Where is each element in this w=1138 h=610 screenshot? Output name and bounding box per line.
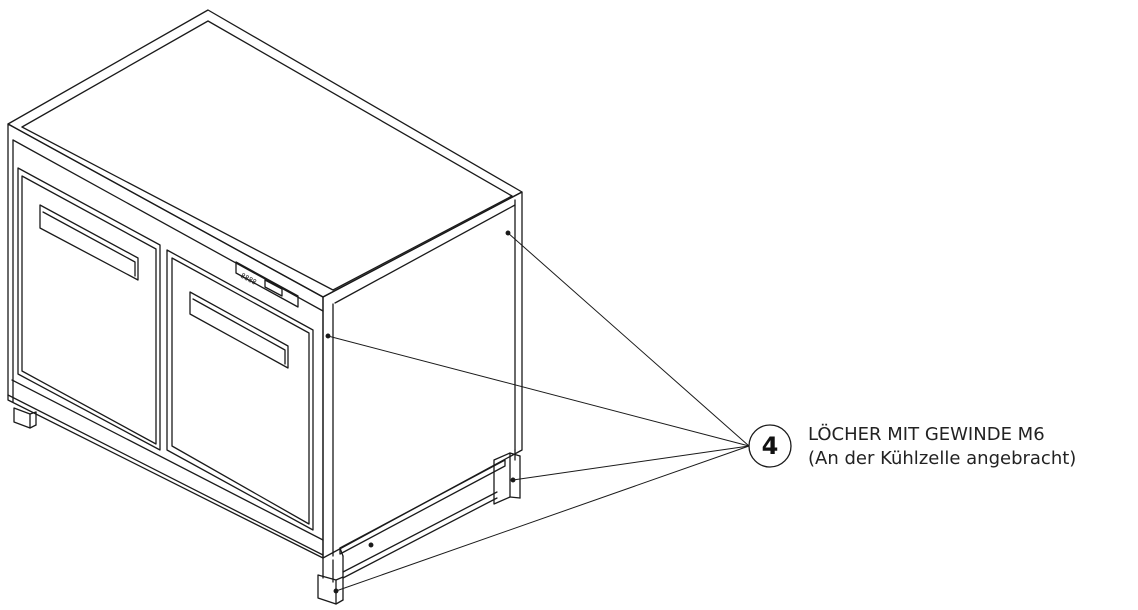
- cabinet-side: [322, 191, 523, 559]
- threaded-hole: [368, 542, 374, 548]
- control-display-panel: [235, 261, 299, 308]
- leader-lines: [327, 232, 750, 592]
- callout-circle: [748, 424, 792, 468]
- callout-line-2: (An der Kühlzelle angebracht): [808, 448, 1077, 469]
- callout-number: 4: [761, 432, 779, 460]
- right-door: [166, 249, 314, 531]
- cabinet-top: [7, 9, 523, 298]
- left-door: [17, 167, 161, 451]
- callout-label: LÖCHER MIT GEWINDE M6 (An der Kühlzelle …: [808, 423, 1076, 471]
- callout-line-1: LÖCHER MIT GEWINDE M6: [808, 424, 1045, 445]
- cabinet-front: [7, 123, 324, 559]
- cabinet-legs: [13, 407, 521, 605]
